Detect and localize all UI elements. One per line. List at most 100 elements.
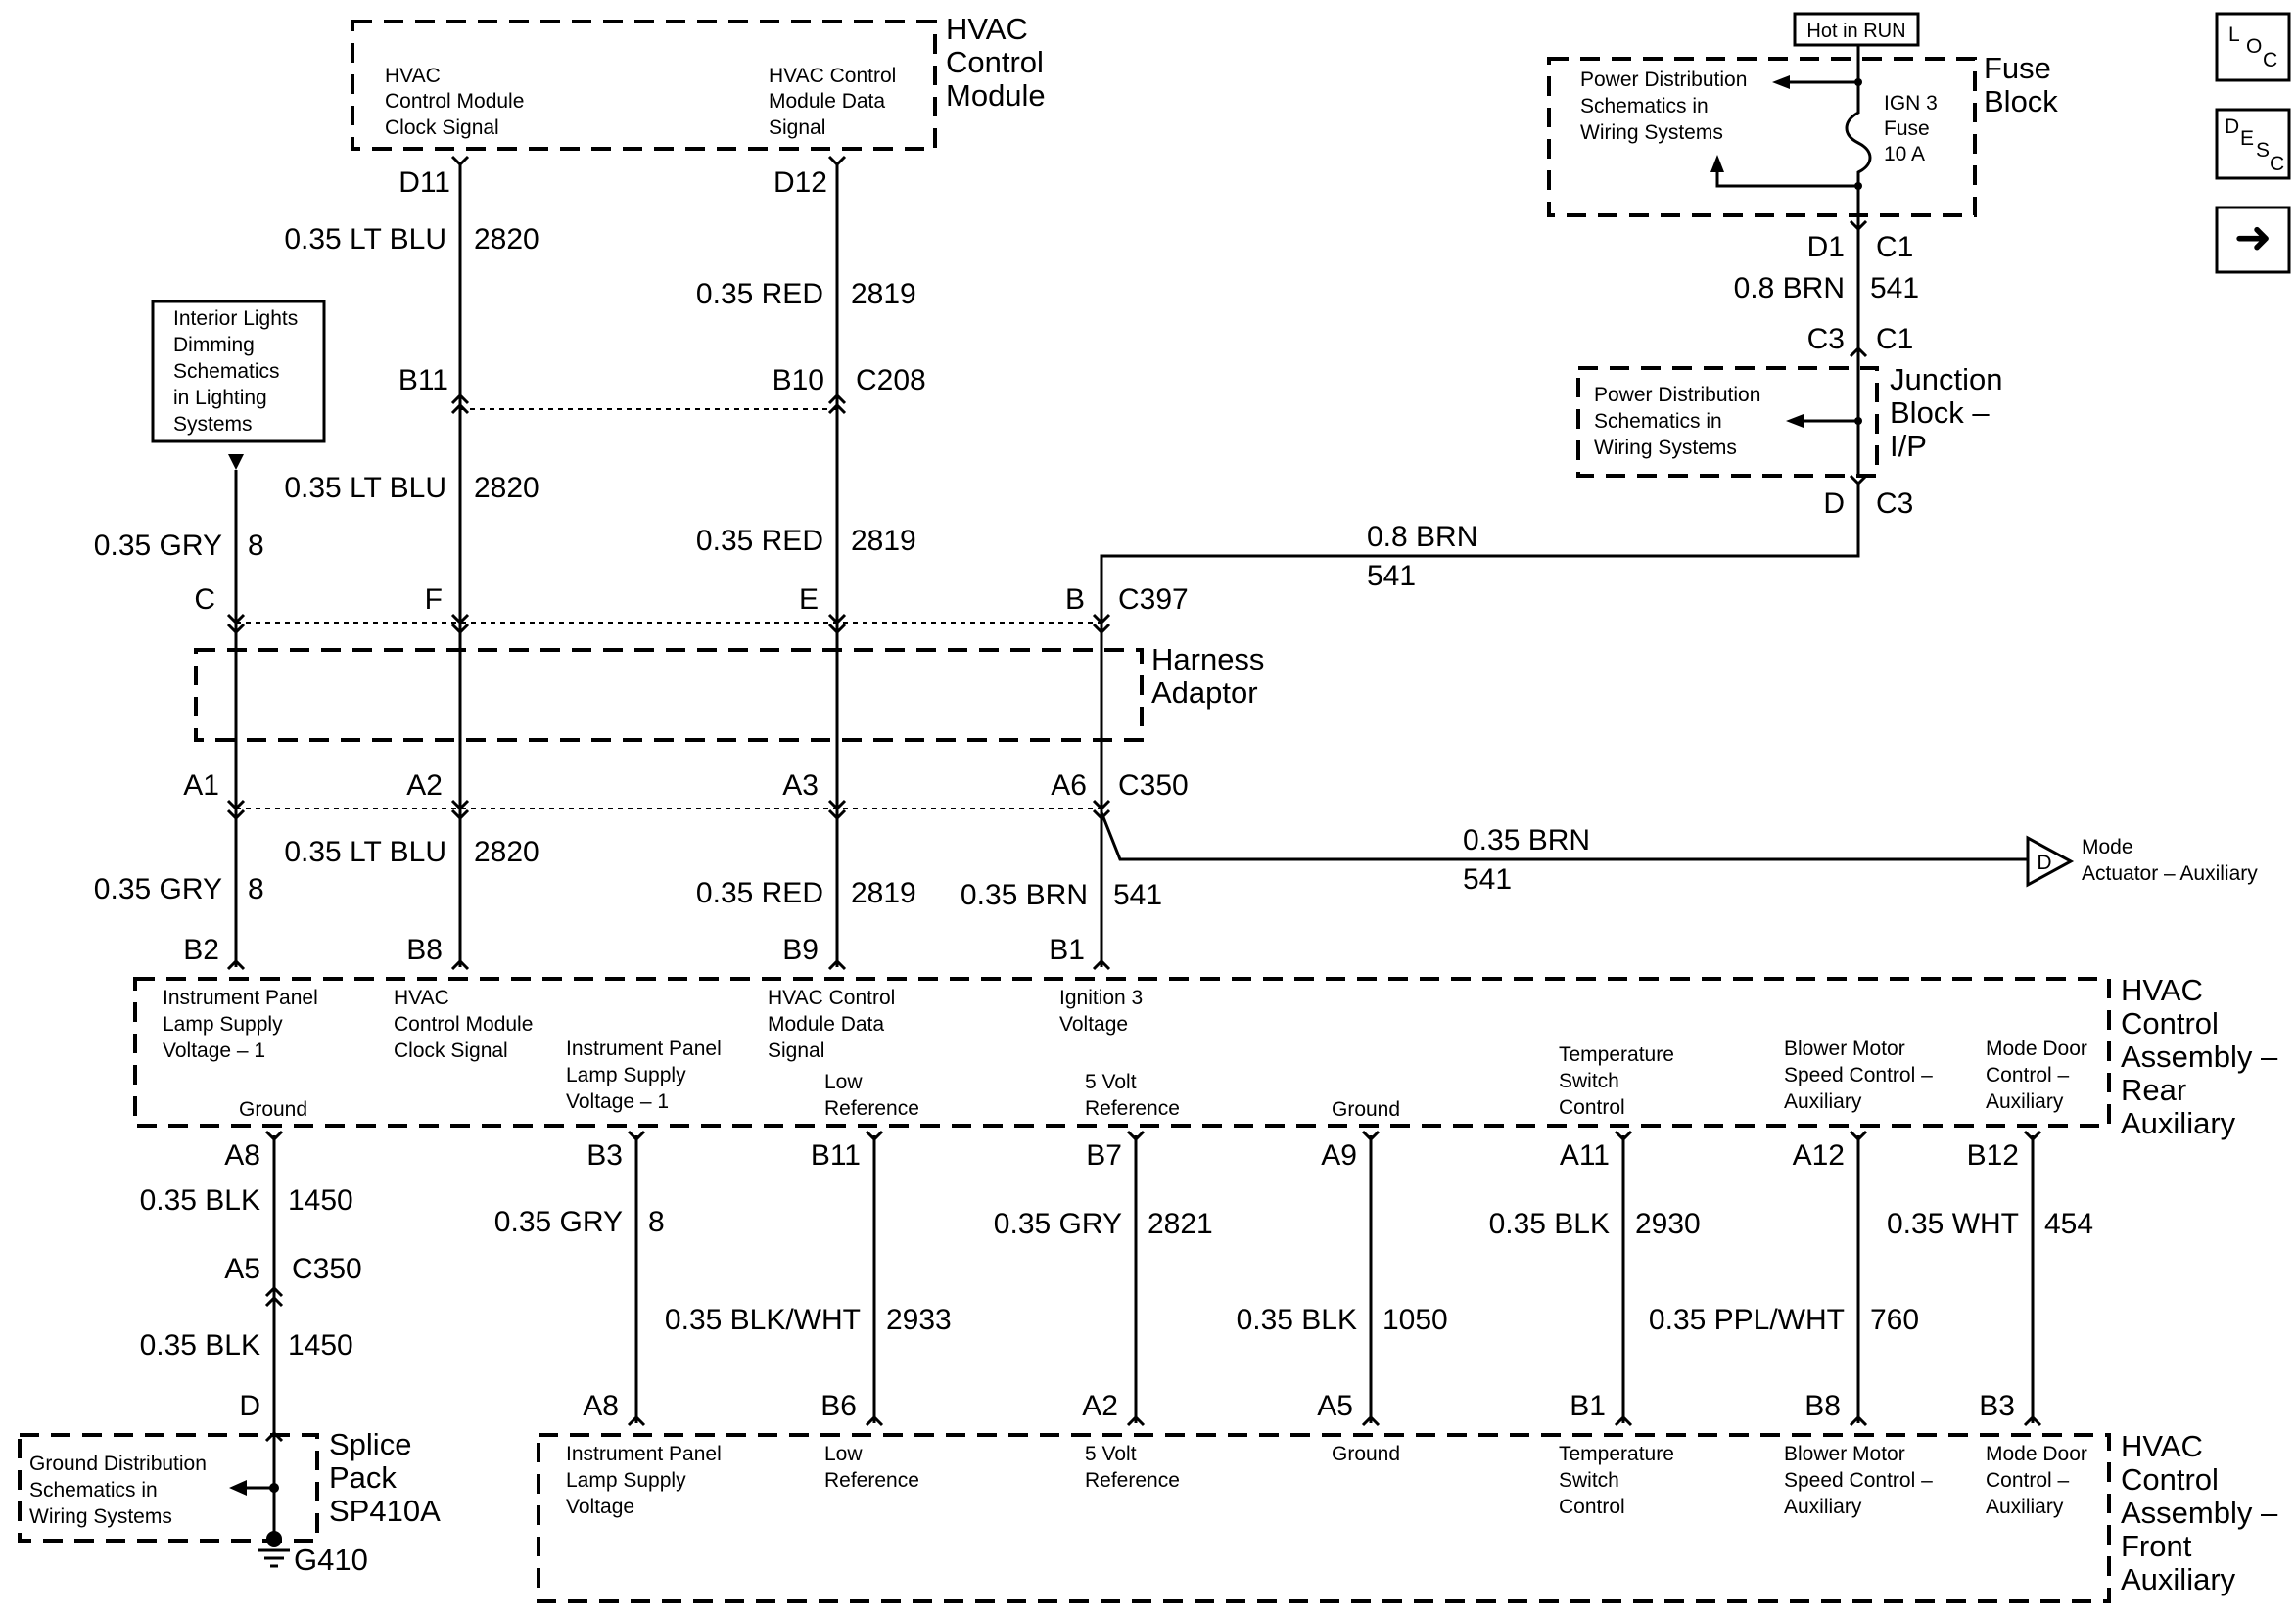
svg-text:Reference: Reference — [1085, 1097, 1180, 1120]
wire-label-1450-top: 0.35 BLK 1450 — [140, 1184, 353, 1217]
hvac-control-module-box — [351, 20, 937, 151]
wire-label-541-rear: 0.35 BRN 541 — [961, 879, 1162, 911]
harness-adaptor-title: Harness Adaptor — [1151, 642, 1264, 710]
wire-label-2819-top: 0.35 RED 2819 — [696, 278, 916, 310]
front-a5-label: Ground — [1332, 1443, 1400, 1465]
svg-text:HVAC Control: HVAC Control — [768, 987, 895, 1009]
svg-text:0.35 GRY: 0.35 GRY — [94, 530, 222, 562]
svg-text:8: 8 — [648, 1206, 665, 1238]
svg-text:Auxiliary: Auxiliary — [1986, 1090, 2064, 1113]
interior-lights-box — [151, 300, 326, 443]
svg-text:B2: B2 — [183, 934, 219, 966]
splice-pack-box — [18, 1433, 319, 1543]
svg-text:Control: Control — [2121, 1462, 2219, 1497]
svg-text:0.35 BLK: 0.35 BLK — [140, 1184, 260, 1217]
svg-text:B8: B8 — [1804, 1390, 1841, 1422]
svg-text:A1: A1 — [183, 769, 219, 802]
wire-label-2820-low: 0.35 LT BLU 2820 — [284, 836, 539, 868]
front-b8-label: Blower Motor Speed Control – Auxiliary — [1784, 1443, 1933, 1518]
svg-text:Module: Module — [946, 78, 1046, 113]
svg-text:A12: A12 — [1793, 1139, 1845, 1172]
svg-text:A6: A6 — [1051, 769, 1087, 802]
svg-text:Schematics in: Schematics in — [1594, 410, 1722, 433]
svg-text:541: 541 — [1367, 560, 1416, 592]
svg-text:Control: Control — [2121, 1006, 2219, 1040]
wire-label-2820-top: 0.35 LT BLU 2820 — [284, 223, 539, 255]
svg-text:Wiring Systems: Wiring Systems — [1580, 121, 1723, 144]
svg-text:D1: D1 — [1807, 231, 1845, 263]
svg-text:E: E — [2240, 127, 2254, 150]
svg-text:0.35 RED: 0.35 RED — [696, 278, 823, 310]
wire-label-1450-bot: 0.35 BLK 1450 — [140, 1329, 353, 1362]
svg-text:Reference: Reference — [824, 1097, 919, 1120]
wire-label-2820-mid: 0.35 LT BLU 2820 — [284, 472, 539, 504]
front-assembly-box — [537, 1433, 2111, 1603]
svg-text:0.35 BRN: 0.35 BRN — [1463, 824, 1590, 856]
svg-text:0.35 WHT: 0.35 WHT — [1887, 1208, 2019, 1240]
svg-text:2819: 2819 — [851, 278, 916, 310]
svg-text:Voltage – 1: Voltage – 1 — [566, 1090, 669, 1113]
svg-text:B11: B11 — [398, 364, 448, 396]
svg-text:Junction: Junction — [1890, 362, 2002, 396]
rear-b1-label: Ignition 3 Voltage — [1059, 987, 1143, 1036]
wire-label-454: 0.35 WHT 454 — [1887, 1208, 2093, 1240]
wire-label-1050: 0.35 BLK 1050 — [1237, 1304, 1448, 1336]
hvac-control-module-title: HVAC Control Module — [946, 12, 1046, 113]
hvac-module-d12-label: HVAC Control Module Data Signal — [769, 65, 896, 139]
wire-label-8-mid: 0.35 GRY 8 — [94, 530, 264, 562]
wire-label-2819-low: 0.35 RED 2819 — [696, 877, 916, 909]
svg-text:B1: B1 — [1049, 934, 1085, 966]
svg-text:Auxiliary: Auxiliary — [2121, 1106, 2236, 1140]
svg-text:1050: 1050 — [1382, 1304, 1448, 1336]
svg-text:A9: A9 — [1321, 1139, 1357, 1172]
svg-text:454: 454 — [2044, 1208, 2093, 1240]
svg-text:A3: A3 — [782, 769, 819, 802]
svg-text:2930: 2930 — [1635, 1208, 1701, 1240]
fuse-ref-up-line — [1715, 172, 1858, 188]
svg-text:0.8 BRN: 0.8 BRN — [1734, 272, 1845, 304]
wire-label-2819-mid: 0.35 RED 2819 — [696, 525, 916, 557]
svg-text:Ignition 3: Ignition 3 — [1059, 987, 1143, 1009]
svg-text:D11: D11 — [398, 166, 450, 199]
wire-label-2933: 0.35 BLK/WHT 2933 — [665, 1304, 952, 1336]
svg-text:0.35 BRN: 0.35 BRN — [961, 879, 1088, 911]
svg-text:D: D — [239, 1390, 260, 1422]
front-a2-label: 5 Volt Reference — [1085, 1443, 1180, 1492]
svg-text:A5: A5 — [1317, 1390, 1353, 1422]
rear-b3-label: Instrument Panel Lamp Supply Voltage – 1 — [566, 1038, 722, 1113]
svg-text:0.35 BLK/WHT: 0.35 BLK/WHT — [665, 1304, 861, 1336]
svg-text:A2: A2 — [1082, 1390, 1118, 1422]
svg-text:HVAC: HVAC — [2121, 973, 2203, 1007]
rear-b2-label: Instrument Panel Lamp Supply Voltage – 1 — [163, 987, 318, 1062]
loc-button[interactable]: L O C — [2215, 12, 2291, 82]
svg-text:C: C — [2263, 49, 2277, 71]
svg-text:1450: 1450 — [288, 1184, 353, 1217]
svg-text:Instrument Panel: Instrument Panel — [566, 1443, 722, 1465]
desc-button[interactable]: D E S C — [2215, 108, 2291, 180]
svg-text:0.35 GRY: 0.35 GRY — [94, 873, 222, 905]
svg-text:Ground Distribution: Ground Distribution — [29, 1453, 207, 1475]
next-button[interactable]: ➜ — [2215, 206, 2291, 274]
rear-assembly-box — [133, 977, 2111, 1128]
svg-text:Splice: Splice — [329, 1427, 411, 1461]
svg-text:Clock Signal: Clock Signal — [394, 1040, 508, 1062]
mode-actuator-symbol-text: D — [2037, 852, 2051, 874]
svg-text:Actuator – Auxiliary: Actuator – Auxiliary — [2082, 862, 2258, 885]
ground-g410: G410 — [294, 1543, 368, 1577]
svg-text:Low: Low — [824, 1071, 863, 1093]
rear-a9-label: Ground — [1332, 1098, 1400, 1121]
svg-text:C3: C3 — [1807, 323, 1845, 355]
svg-text:Control Module: Control Module — [385, 90, 524, 113]
svg-text:541: 541 — [1113, 879, 1162, 911]
svg-text:0.35 LT BLU: 0.35 LT BLU — [284, 836, 446, 868]
right-arrow-icon: ➜ — [2234, 210, 2273, 263]
svg-text:Control –: Control – — [1986, 1064, 2070, 1086]
rear-a8-label: Ground — [239, 1098, 307, 1121]
svg-text:Control: Control — [1559, 1096, 1625, 1119]
svg-text:Mode: Mode — [2082, 836, 2133, 858]
svg-text:Schematics in: Schematics in — [1580, 95, 1709, 117]
svg-text:Lamp Supply: Lamp Supply — [566, 1469, 686, 1492]
front-b1-label: Temperature Switch Control — [1559, 1443, 1674, 1518]
svg-text:Module Data: Module Data — [768, 1013, 884, 1036]
svg-text:O: O — [2246, 35, 2262, 58]
